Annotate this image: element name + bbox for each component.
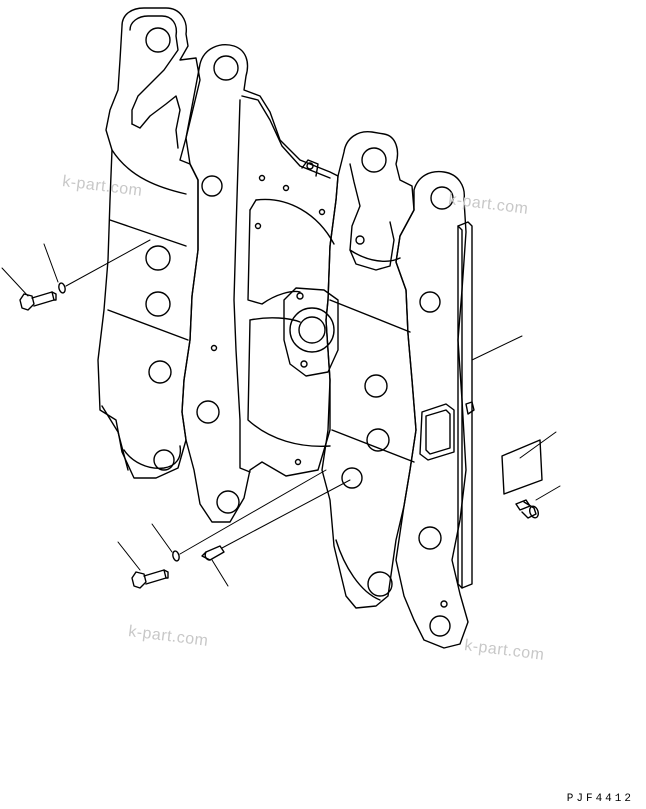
- rail-bar: [457, 221, 473, 589]
- leader-cover: [519, 431, 557, 459]
- leader-cover-bolt: [535, 485, 561, 501]
- bolt-upper-left: [19, 291, 57, 311]
- leader-washer-lower: [151, 523, 173, 553]
- assembly-line-lower-1: [179, 469, 327, 555]
- left-side-plate: [97, 7, 201, 479]
- leader-lines: [1, 243, 561, 587]
- washer-lower-left: [172, 550, 180, 562]
- right-inner-plate: [321, 131, 417, 609]
- leader-washer-upper: [43, 243, 59, 283]
- assembly-line-upper: [65, 239, 151, 287]
- cover-plate: [501, 439, 543, 495]
- leader-bolt-lower: [117, 541, 141, 571]
- leader-pin: [211, 559, 229, 587]
- center-frame-plate: [181, 44, 339, 523]
- bolt-lower-left: [131, 569, 169, 589]
- assembly-line-lower-2: [221, 479, 351, 549]
- cover-bolt: [515, 499, 539, 519]
- washer-upper-left: [58, 282, 66, 294]
- right-outer-plate: [395, 170, 475, 649]
- drawing-code: PJF4412: [566, 793, 634, 805]
- pin: [201, 545, 225, 561]
- leader-bolt-upper: [1, 267, 29, 297]
- leader-rail: [471, 335, 523, 361]
